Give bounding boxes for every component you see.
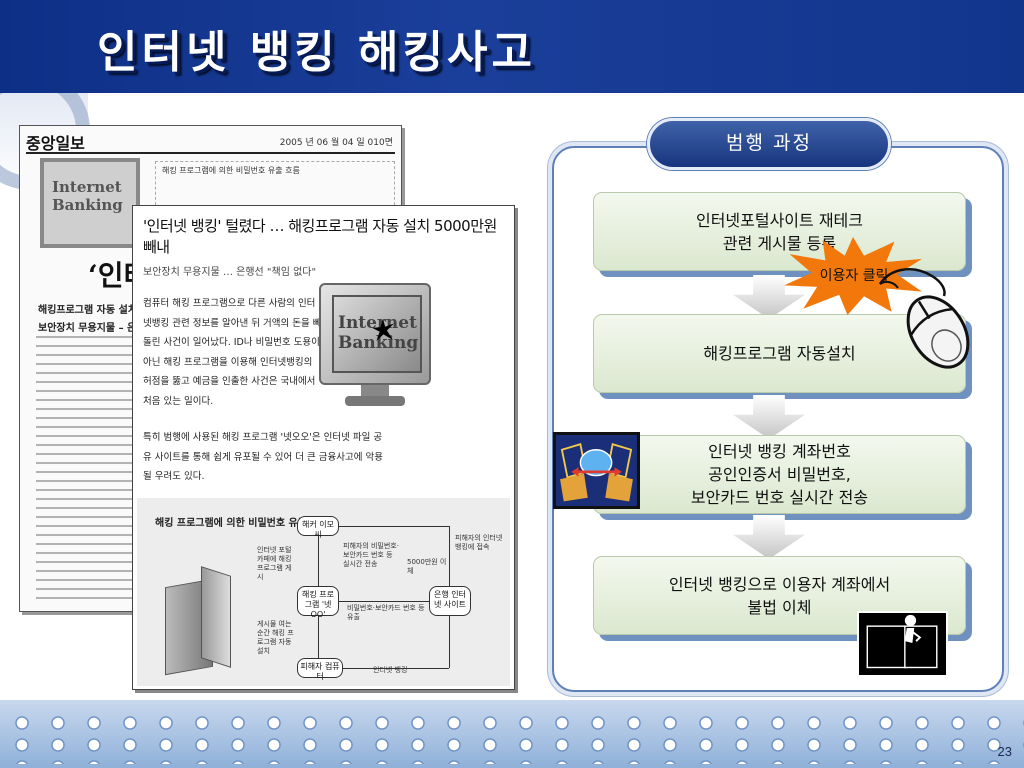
diagram-node-hacker: 해커 이모씨 <box>297 516 339 539</box>
cracked-monitor-icon: Internet Banking <box>319 283 431 411</box>
step-3-line-1: 인터넷 뱅킹 계좌번호 <box>708 442 851 461</box>
process-step-2: 해킹프로그램 자동설치 <box>593 314 966 393</box>
diagram-node-bank: 은행 인터넷 사이트 <box>429 586 471 616</box>
diagram-connector <box>318 616 319 658</box>
safe-thief-icon <box>857 611 948 677</box>
diagram-connector <box>449 616 450 668</box>
step-4-line-2: 불법 이체 <box>747 597 812 617</box>
article-body-lines <box>36 336 132 606</box>
booth-icon <box>157 563 235 676</box>
diagram-node-program: 해킹 프로그램 '넷 OO' <box>297 586 339 619</box>
article-body-2: 특히 범행에 사용된 해킹 프로그램 '넷오오'은 인터넷 파일 공유 사이트를… <box>143 432 383 482</box>
diagram-connector <box>339 601 429 602</box>
diagram-connector <box>339 526 449 527</box>
step-3-line-2: 공인인증서 비밀번호, <box>708 465 851 484</box>
network-lock-icon <box>553 432 640 509</box>
mini-monitor-text: Internet Banking <box>52 178 123 214</box>
footer-dot-pattern <box>0 712 1024 764</box>
monitor-base <box>345 396 405 406</box>
cracked-monitor-icon: Internet Banking <box>40 158 140 248</box>
newspaper-clipping-front: '인터넷 뱅킹' 털렸다 … 해킹프로그램 자동 설치 5000만원 빼내 보안… <box>132 205 515 690</box>
diagram-connector <box>343 668 449 669</box>
callout-label: 이용자 클릭 <box>819 268 889 284</box>
step-1-line-1: 인터넷포털사이트 재테크 <box>695 210 863 230</box>
back-subhead-1: 해킹프로그램 자동 설치 <box>38 305 137 316</box>
step-2-line-1: 해킹프로그램 자동설치 <box>703 344 856 363</box>
mouse-icon <box>878 268 970 369</box>
monitor-stand <box>361 385 389 397</box>
step-4-line-1: 인터넷 뱅킹으로 이용자 계좌에서 <box>668 574 891 594</box>
diagram-note-install: 게시물 여는 순간 해킹 프로그램 자동 설치 <box>257 620 294 655</box>
diagram-title: 해킹 프로그램에 의한 비밀번호 유출 흐름 <box>155 518 329 529</box>
back-subhead-2: 보안장치 무용지물 – 은 <box>38 323 137 334</box>
monitor-screen: Internet Banking <box>332 295 422 373</box>
diagram-note-post: 인터넷 포털 카페에 해킹 프로그램 게시 <box>257 546 292 581</box>
diagram-note-leak: 피해자의 비밀번호·보안카드 번호 등 실시간 전송 <box>343 542 399 568</box>
newspaper-date: 2005 년 06 월 04 일 010면 <box>279 138 393 148</box>
booth-door <box>201 566 231 668</box>
page-number: 23 <box>997 744 1012 759</box>
monitor-frame: Internet Banking <box>319 283 431 385</box>
slide-title: 인터넷 뱅킹 해킹사고 <box>97 27 536 78</box>
article-headline: '인터넷 뱅킹' 털렸다 … 해킹프로그램 자동 설치 5000만원 빼내 <box>143 217 497 256</box>
header-band <box>0 0 1024 93</box>
process-step-3: 인터넷 뱅킹 계좌번호 공인인증서 비밀번호, 보안카드 번호 실시간 전송 <box>593 435 966 514</box>
step-1-line-2: 관련 게시물 등록 <box>722 233 837 253</box>
process-title: 범행 과정 <box>647 118 891 170</box>
hacking-flow-diagram: 해킹 프로그램에 의한 비밀번호 유출 흐름 해커 이모씨 해킹 프로그램 '넷… <box>137 498 510 686</box>
diagram-note-transfer: 피해자의 인터넷 뱅킹에 접속 <box>455 534 503 551</box>
mini-diagram-title: 해킹 프로그램에 의한 비밀번호 유출 흐름 <box>162 166 300 175</box>
masthead-rule <box>26 152 395 154</box>
diagram-note-input: 비밀번호·보안카드 번호 등 유출 <box>347 604 425 621</box>
article-body-1: 컴퓨터 해킹 프로그램으로 다른 사람의 인터넷뱅킹 관련 정보를 알아낸 뒤 … <box>143 298 322 407</box>
diagram-note-amount: 5000만원 이체 <box>407 558 447 575</box>
diagram-note-bank-access: 인터넷 뱅킹 <box>373 666 408 674</box>
newspaper-masthead: 중앙일보 <box>26 134 85 153</box>
process-step-1: 인터넷포털사이트 재테크 관련 게시물 등록 <box>593 192 966 271</box>
diagram-connector <box>318 536 319 586</box>
monitor-screen-text: Internet Banking <box>338 313 419 353</box>
diagram-node-victim: 피해자 컴퓨터 <box>297 658 343 681</box>
process-step-4: 인터넷 뱅킹으로 이용자 계좌에서 불법 이체 <box>593 556 966 635</box>
article-deck: 보안장치 무용지물 … 은행선 "책임 없다" <box>143 267 317 278</box>
step-3-line-3: 보안카드 번호 실시간 전송 <box>690 488 869 507</box>
diagram-connector <box>449 526 450 586</box>
